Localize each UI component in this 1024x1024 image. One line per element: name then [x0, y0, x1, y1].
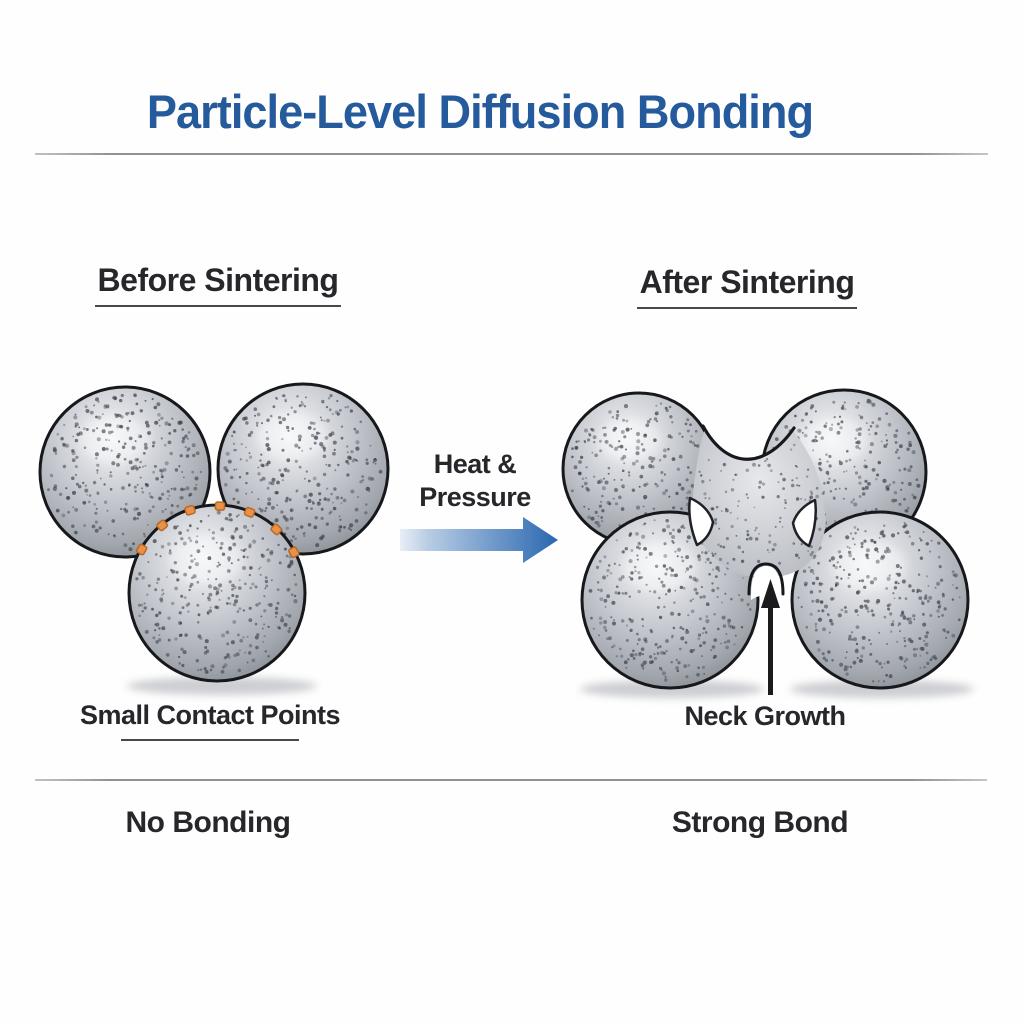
right-pore [791, 498, 817, 548]
neck-growth-label: Neck Growth [684, 701, 846, 731]
small-contact-points-label: Small Contact Points [79, 700, 341, 730]
particle-sphere [790, 510, 970, 690]
fused-neck-mass [692, 428, 826, 577]
bottom-neck-arch-outline [747, 562, 785, 596]
heat-label-line2: Pressure [419, 482, 531, 512]
contact-point-marker [135, 543, 148, 556]
contact-point-marker [184, 504, 196, 516]
after-sintering-heading: After Sintering [587, 264, 907, 309]
sphere-speckles [47, 393, 203, 552]
sphere-highlight [169, 534, 244, 585]
sphere-highlight [79, 415, 151, 464]
strong-bond-label: Strong Bond [671, 806, 849, 839]
after-sintering-heading-text: After Sintering [636, 264, 858, 309]
contact-point-markers [135, 501, 300, 559]
left-pore [688, 496, 715, 547]
heat-pressure-arrow-icon [400, 517, 558, 563]
contact-point-marker [156, 519, 169, 532]
contact-points-underline [121, 739, 299, 741]
before-cluster-shadow [127, 677, 317, 695]
neck-growth-arrow-icon [761, 579, 780, 695]
sphere-speckles [135, 510, 298, 674]
contact-point-marker [243, 506, 256, 518]
after-particle-cluster [561, 388, 970, 690]
heat-pressure-label: Heat & Pressure [395, 448, 555, 514]
particle-sphere [38, 385, 212, 559]
before-particle-cluster [38, 382, 390, 683]
sphere-highlight [622, 541, 697, 592]
page-title: Particle-Level Diffusion Bonding [146, 85, 814, 138]
sphere-highlight [597, 418, 662, 462]
contact-point-marker [270, 523, 283, 536]
sphere-highlight [799, 417, 869, 464]
sphere-speckles [223, 394, 383, 548]
before-sintering-heading-text: Before Sintering [94, 262, 342, 307]
sphere-highlight [832, 541, 907, 592]
bottom-divider [35, 779, 987, 781]
contact-point-marker [214, 501, 226, 511]
top-neck-outline [701, 424, 796, 461]
no-bonding-label: No Bonding [125, 806, 291, 839]
top-divider [35, 153, 988, 155]
before-sintering-heading: Before Sintering [58, 262, 378, 307]
sphere-highlight [257, 412, 329, 461]
heat-label-line1: Heat & [433, 449, 517, 479]
contact-point-marker [288, 546, 300, 559]
